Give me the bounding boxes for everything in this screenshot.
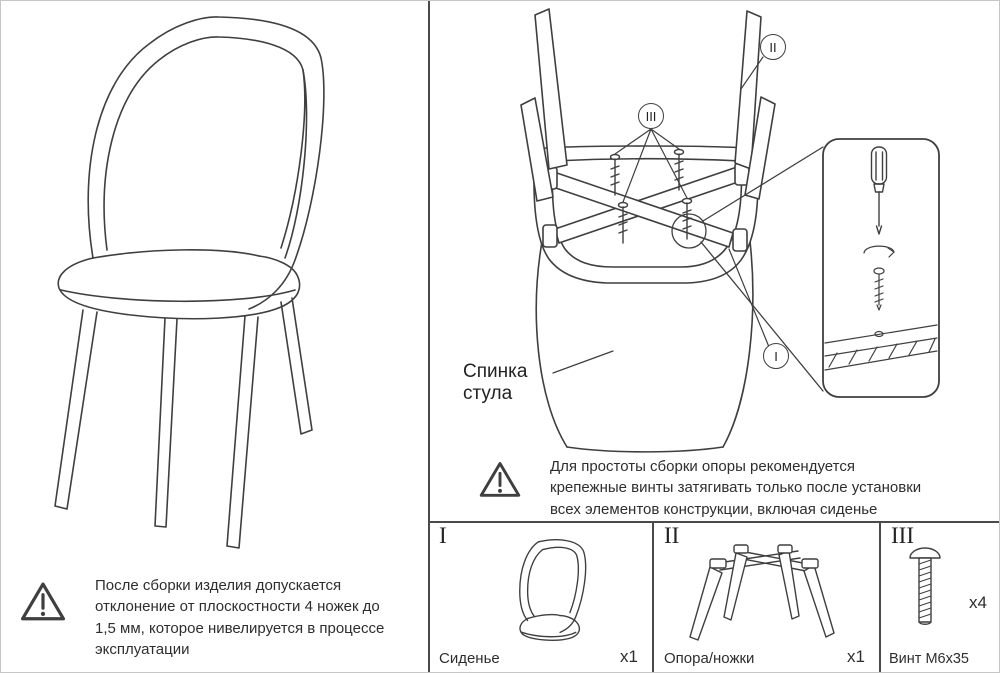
chair-back-label: Спинка стула: [463, 361, 528, 405]
part-cell-seat: I Сиденье x1: [429, 523, 652, 672]
callout-III-label: III: [645, 108, 657, 124]
warning-icon: [479, 462, 521, 497]
chair-backrest: [87, 16, 325, 310]
inset-brace-bar: [824, 324, 938, 371]
inverted-backrest-shell: [535, 232, 754, 453]
callout-III: III: [638, 103, 664, 129]
seat-part-drawing: [519, 539, 587, 641]
callout-I-label: I: [774, 348, 778, 364]
assembly-step-drawing: [520, 8, 940, 453]
part-cell-bolt: III Винт М6х35 x4: [879, 523, 999, 672]
part-numeral: II: [664, 523, 680, 548]
part-cell-legs: II Опора/ножки x1: [652, 523, 879, 672]
bolt-part-drawing: [909, 547, 941, 625]
rotation-arrow-icon: [863, 245, 895, 258]
part-qty: x4: [969, 593, 987, 612]
part-qty: x1: [847, 647, 865, 666]
detail-inset: [822, 138, 940, 398]
warning-icon: [20, 582, 66, 621]
screwdriver-icon: [870, 146, 888, 235]
legs-part-drawing: [689, 544, 835, 641]
callout-II: II: [760, 34, 786, 60]
chair-legs: [54, 297, 313, 549]
magnifier-circle: [671, 146, 824, 392]
part-name: Сиденье: [439, 650, 500, 667]
vertical-divider: [428, 1, 430, 672]
part-numeral: I: [439, 523, 447, 548]
part-name: Винт М6х35: [889, 651, 969, 667]
assembly-tip-warning: Для простоты сборки опоры рекомендуется …: [478, 458, 928, 520]
part-name: Опора/ножки: [664, 650, 755, 667]
flatness-warning-text: После сборки изделия допускается отклоне…: [95, 577, 385, 658]
assembled-chair-drawing: [54, 16, 325, 549]
part-numeral: III: [891, 523, 914, 548]
flatness-warning: После сборки изделия допускается отклоне…: [19, 577, 385, 660]
callout-leader-lines: [552, 56, 770, 374]
part-qty: x1: [620, 647, 638, 666]
parts-list: I Сиденье x1 II: [429, 521, 999, 672]
legs-pointing-up: [520, 8, 776, 202]
assembly-tip-text: Для простоты сборки опоры рекомендуется …: [550, 458, 922, 518]
callout-II-label: II: [769, 39, 777, 55]
inset-screw: [873, 267, 885, 311]
chair-seat-cushion: [57, 249, 301, 320]
callout-I: I: [763, 343, 789, 369]
